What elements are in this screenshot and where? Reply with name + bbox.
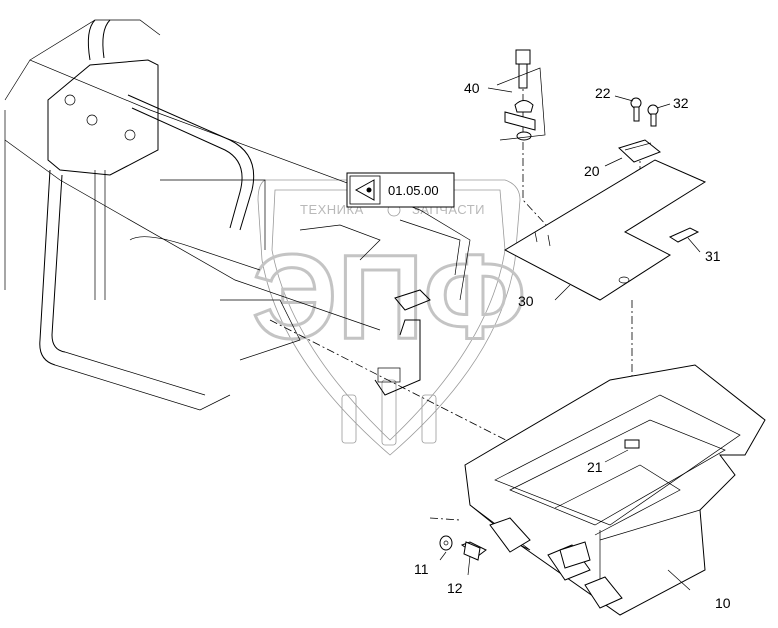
part-20-hinge	[618, 139, 661, 163]
frame-structure	[4, 19, 471, 411]
callout-labels: 40 22 32 20 31 30 21 11 12 10	[414, 80, 731, 611]
callout-32: 32	[673, 95, 689, 111]
callout-30: 30	[518, 293, 534, 309]
reference-box: 01.05.00	[346, 172, 455, 208]
part-31-strip	[668, 227, 700, 243]
callout-31: 31	[705, 248, 721, 264]
callout-12: 12	[447, 580, 463, 596]
view-arrow-icon	[354, 179, 375, 201]
view-eye-icon	[366, 187, 372, 193]
callout-11: 11	[414, 561, 429, 577]
reference-number: 01.05.00	[388, 183, 439, 198]
part-10-box-housing	[464, 364, 766, 616]
part-40-latch-assembly	[496, 49, 546, 141]
part-30-cover-plate	[503, 159, 707, 301]
wheat-icon	[341, 379, 437, 446]
watermark: ТЕХНИКА ЗАПЧАСТИ ЭПФ	[251, 179, 528, 456]
watermark-logo: ЭПФ	[252, 230, 526, 364]
callout-22: 22	[595, 85, 611, 101]
callout-10: 10	[715, 595, 731, 611]
bolts-22-32	[630, 97, 659, 127]
callout-40: 40	[464, 80, 480, 96]
parts-11-12-washer-bolt	[439, 535, 487, 561]
leader-lines	[439, 87, 701, 591]
callout-20: 20	[584, 163, 600, 179]
callout-21: 21	[587, 459, 603, 475]
